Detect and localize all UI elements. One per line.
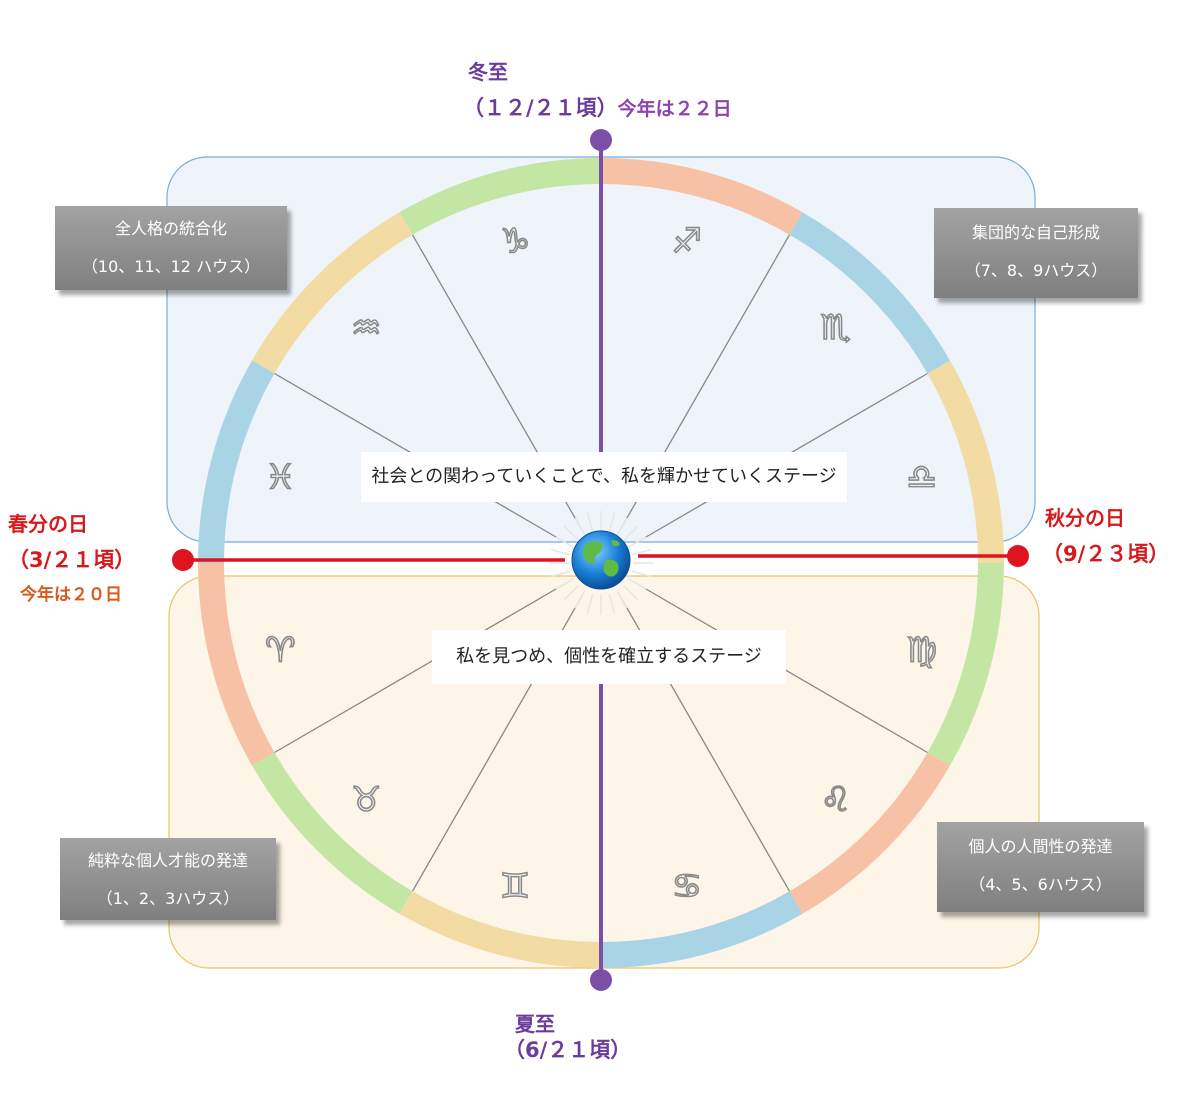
winter-solstice-date: （１２/２１頃）今年は２２日 — [463, 92, 732, 122]
house-divider-line — [274, 582, 567, 754]
globe-ray — [623, 585, 639, 601]
globe-ray — [628, 536, 647, 548]
globe-ray — [623, 525, 639, 541]
globe-ray — [586, 512, 594, 533]
quadrant-box-top-right: 集団的な自己形成 （7、8、9ハウス） — [934, 208, 1138, 298]
upper-stage-label: 社会との関わっていくことで、私を輝かせていくステージ — [361, 452, 847, 502]
globe-ray — [550, 570, 571, 578]
quadrant-box-bottom-left: 純粋な個人才能の発達 （1、2、3ハウス） — [60, 838, 276, 920]
quadrant-title: 全人格の統合化 — [114, 219, 227, 238]
winter-solstice-marker — [590, 129, 612, 151]
globe-ray — [628, 578, 647, 590]
gemini-icon: ♊ — [500, 867, 530, 907]
aries-icon: ♈ — [265, 630, 295, 670]
winter-solstice-note: 今年は２２日 — [617, 98, 732, 120]
globe-ray — [616, 590, 628, 609]
globe-ray — [563, 585, 579, 601]
ring-segment-cancer — [601, 891, 803, 968]
libra-icon: ♎ — [906, 458, 936, 498]
quadrant-houses: （10、11、12 ハウス） — [81, 257, 261, 276]
virgo-icon: ♍ — [906, 630, 936, 670]
globe-ray — [574, 590, 586, 609]
globe-ray — [555, 578, 574, 590]
quadrant-title: 純粋な個人才能の発達 — [87, 851, 248, 870]
ring-segment-aquarius — [251, 212, 413, 374]
summer-solstice-marker — [590, 969, 612, 991]
zodiac-ring — [198, 158, 1004, 968]
autumn-equinox-title: 秋分の日 — [1045, 506, 1125, 530]
leo-icon: ♌ — [821, 780, 851, 820]
ring-segment-taurus — [251, 752, 413, 914]
ring-segment-pisces — [198, 360, 275, 563]
aquarius-icon: ♒ — [351, 308, 381, 348]
globe-ray — [631, 548, 652, 556]
quadrant-title: 個人の人間性の発達 — [968, 837, 1113, 856]
scorpio-icon: ♏ — [821, 308, 851, 348]
autumn-equinox-date: （9/２３頃） — [1042, 542, 1170, 566]
globe-ray — [608, 593, 616, 614]
ring-segment-capricorn — [399, 158, 601, 235]
pisces-icon: ♓ — [265, 458, 295, 498]
globe-ray — [550, 548, 571, 556]
summer-solstice-title: 夏至 — [515, 1012, 555, 1036]
ring-segment-gemini — [399, 891, 601, 968]
winter-solstice-title: 冬至 — [468, 60, 508, 84]
spring-equinox-marker — [172, 549, 194, 571]
sagittarius-icon: ♐ — [672, 221, 702, 261]
quadrant-houses: （1、2、3ハウス） — [96, 889, 240, 908]
quadrant-box-top-left: 全人格の統合化 （10、11、12 ハウス） — [55, 206, 287, 290]
earth-globe-icon — [571, 530, 631, 590]
spring-equinox-title: 春分の日 — [8, 512, 88, 536]
globe-ray — [631, 570, 652, 578]
autumn-equinox-marker — [1007, 545, 1029, 567]
lower-stage-label: 私を見つめ、個性を確立するステージ — [432, 630, 786, 684]
quadrant-houses: （7、8、9ハウス） — [964, 261, 1108, 280]
ring-segment-libra — [927, 360, 1004, 563]
cancer-icon: ♋ — [672, 867, 702, 907]
spring-equinox-note: 今年は２０日 — [20, 585, 122, 605]
winter-solstice-date-text: （１２/２１頃） — [463, 96, 618, 120]
taurus-icon: ♉ — [351, 780, 381, 820]
ring-segment-scorpio — [789, 212, 951, 374]
ring-segment-virgo — [927, 563, 1004, 766]
quadrant-title: 集団的な自己形成 — [971, 223, 1100, 242]
globe-ray — [586, 593, 594, 614]
ring-segment-leo — [789, 752, 951, 914]
globe-ray — [574, 517, 586, 536]
summer-solstice-date: （6/２１頃） — [504, 1038, 632, 1062]
quadrant-box-bottom-right: 個人の人間性の発達 （4、5、6ハウス） — [937, 822, 1144, 912]
ring-segment-aries — [198, 563, 275, 766]
globe-ray — [563, 525, 579, 541]
zodiac-glyphs: ♈ ♉ ♊ ♋ ♌ ♍ ♎ ♏ ♐ ♑ ♒ ♓ — [264, 221, 937, 908]
quadrant-houses: （4、5、6ハウス） — [969, 875, 1112, 894]
spring-equinox-date: （3/２１頃） — [8, 548, 136, 572]
ring-segment-sagittarius — [601, 158, 803, 235]
globe-ray — [608, 512, 616, 533]
globe-ray — [555, 536, 574, 548]
globe-ray — [616, 517, 628, 536]
capricorn-icon: ♑ — [500, 221, 530, 261]
